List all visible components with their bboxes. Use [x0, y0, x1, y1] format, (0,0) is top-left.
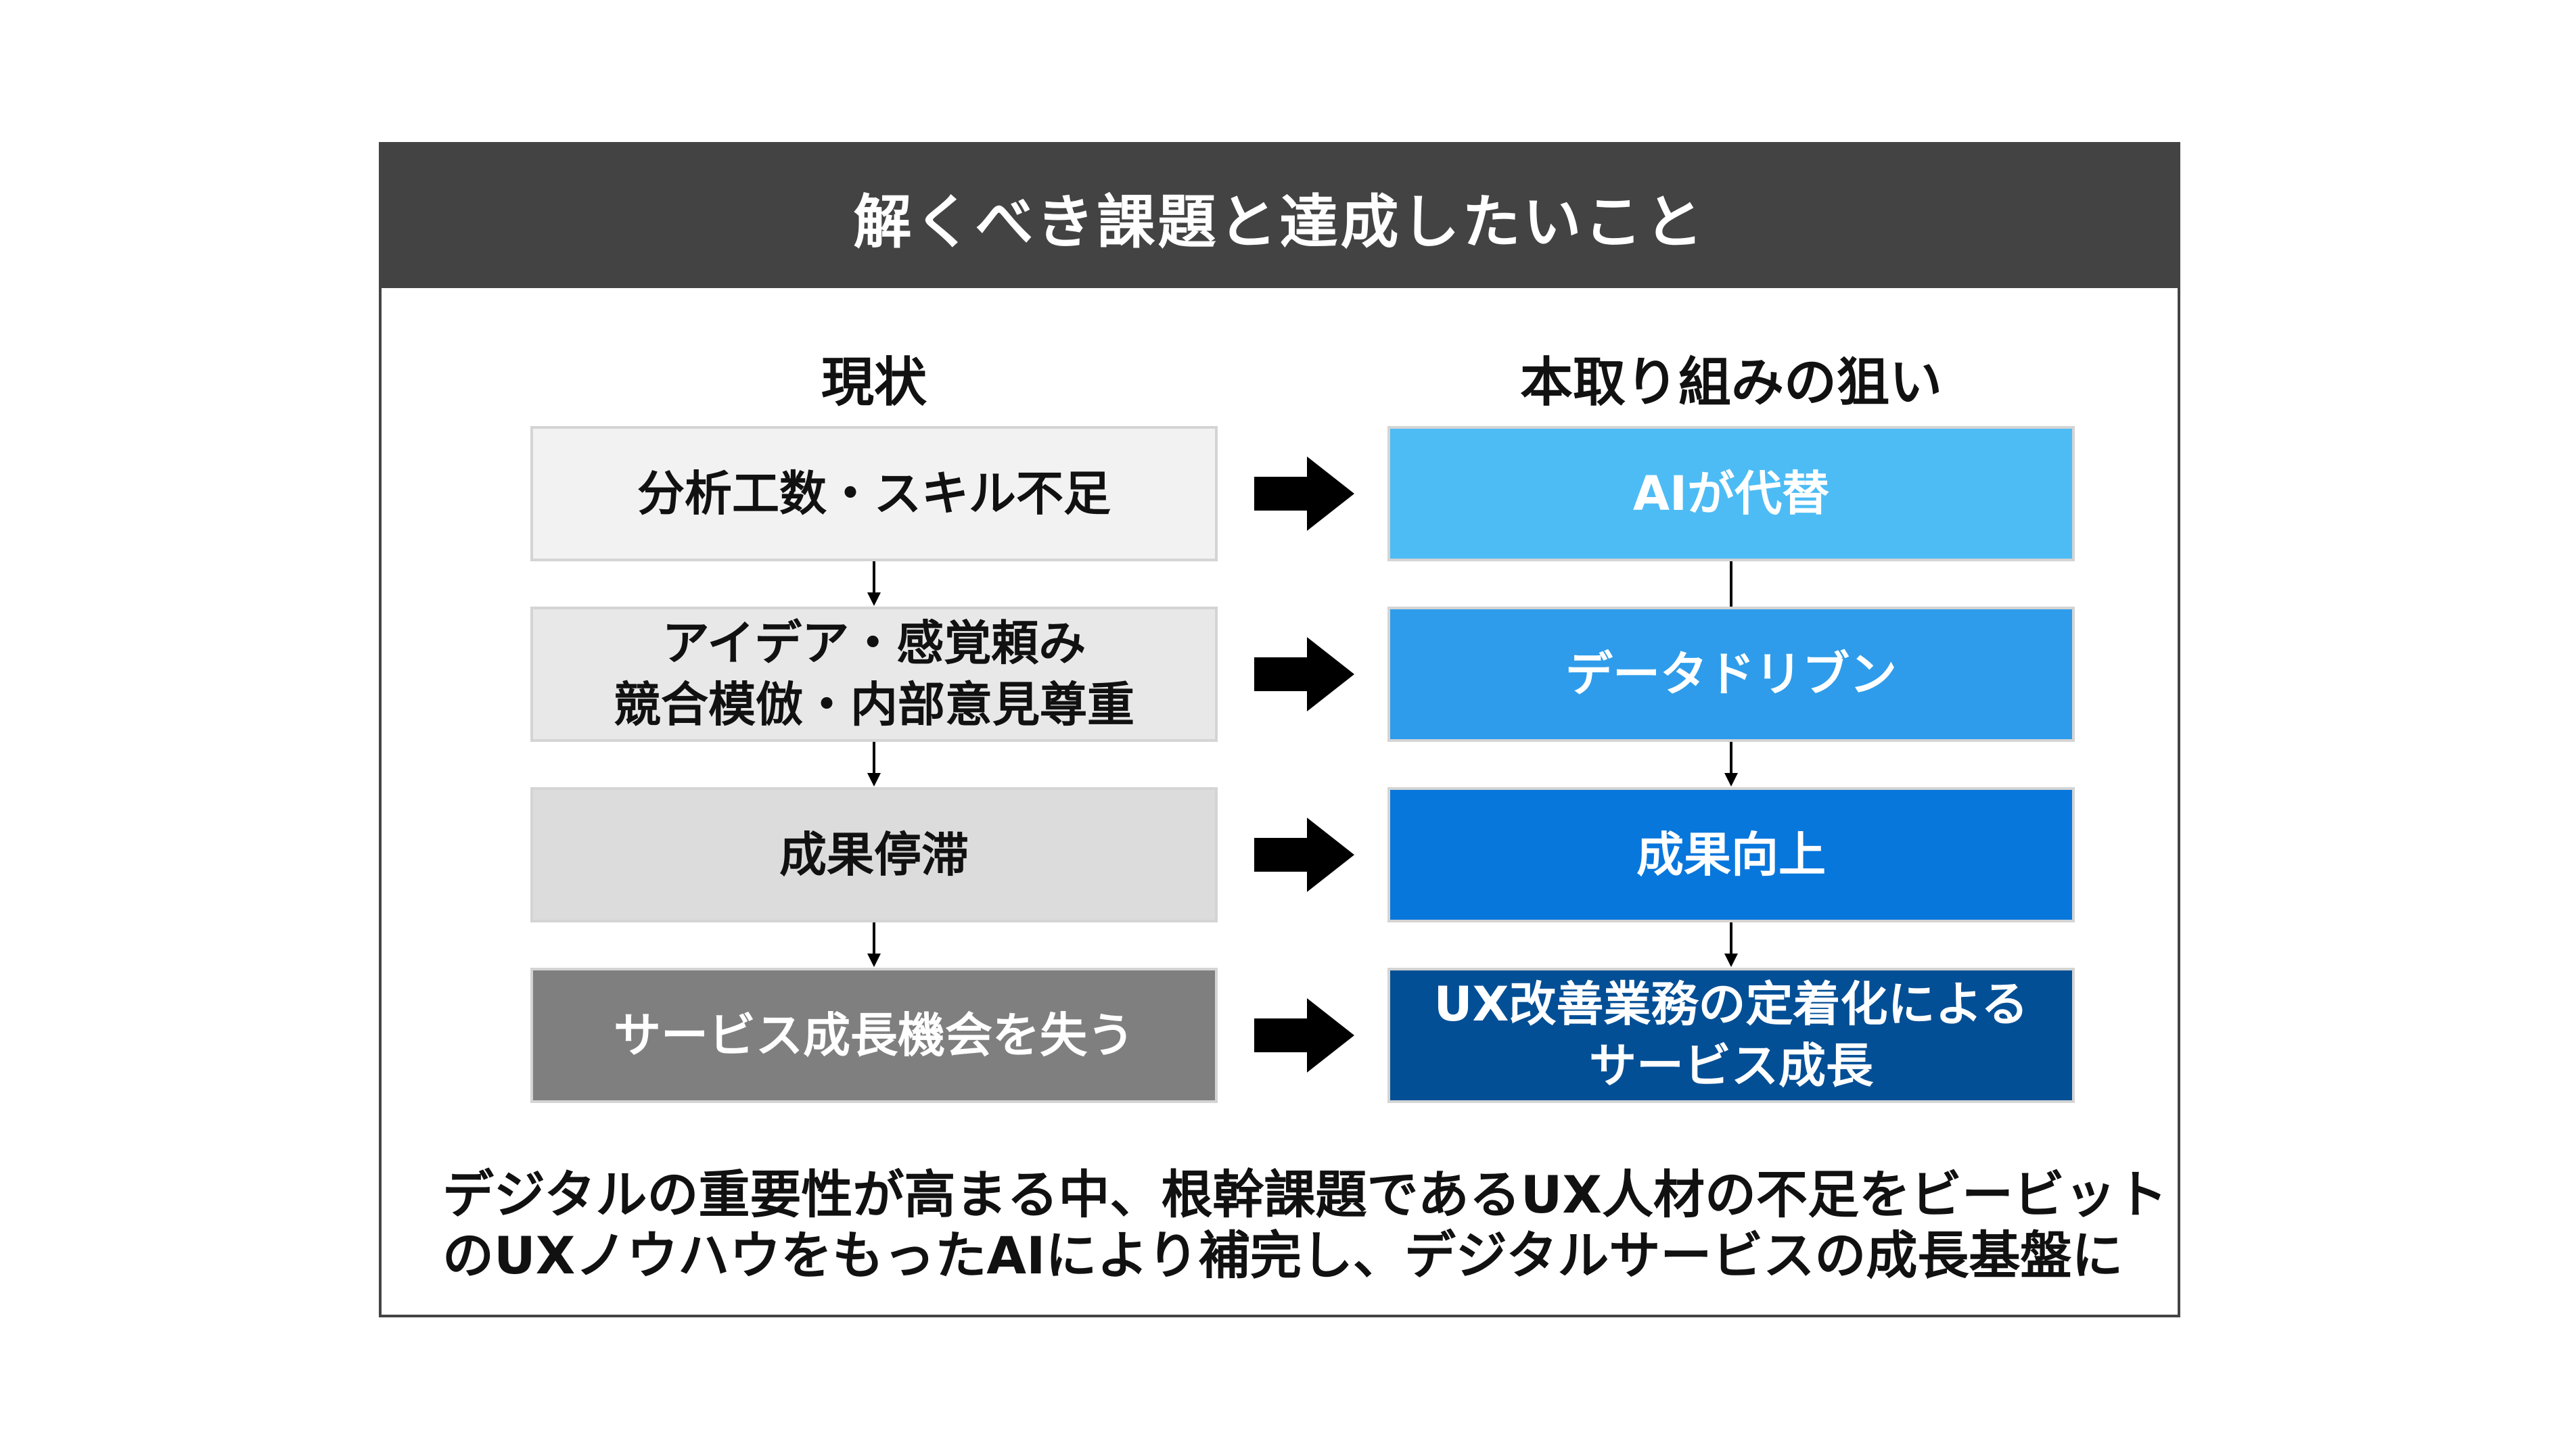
down-arrow-icon — [1724, 922, 1738, 967]
summary-text: デジタルの重要性が高まる中、根幹課題であるUX人材の不足をビービット のUXノウ… — [442, 1165, 2168, 1286]
summary-line-1: デジタルの重要性が高まる中、根幹課題であるUX人材の不足をビービット — [442, 1165, 2168, 1225]
left-column-heading: 現状 — [821, 352, 927, 413]
right-arrow-icon — [1254, 637, 1354, 711]
goal-box-2: データドリブン — [1387, 607, 2075, 742]
current-box-1: 分析工数・スキル不足 — [530, 426, 1218, 561]
current-box-3: 成果停滞 — [530, 787, 1218, 922]
goal-box-1: AIが代替 — [1387, 426, 2075, 561]
down-arrow-icon — [867, 742, 881, 786]
connector-line — [1730, 561, 1732, 607]
down-arrow-icon — [867, 922, 881, 967]
goal-box-4: UX改善業務の定着化による サービス成長 — [1387, 968, 2075, 1103]
current-box-2: アイデア・感覚頼み 競合模倣・内部意見尊重 — [530, 607, 1218, 742]
main-panel: 解くべき課題と達成したいこと 現状 本取り組みの狙い 分析工数・スキル不足 アイ… — [379, 142, 2180, 1317]
current-box-4: サービス成長機会を失う — [530, 968, 1218, 1103]
right-arrow-icon — [1254, 456, 1354, 531]
summary-line-2: のUXノウハウをもったAIにより補完し、デジタルサービスの成長基盤に — [442, 1225, 2123, 1286]
panel-title: 解くべき課題と達成したいこと — [382, 145, 2178, 288]
down-arrow-icon — [867, 561, 881, 606]
goal-box-3: 成果向上 — [1387, 787, 2075, 922]
right-arrow-icon — [1254, 998, 1354, 1073]
down-arrow-icon — [1724, 742, 1738, 786]
right-column-heading: 本取り組みの狙い — [1519, 352, 1942, 413]
right-arrow-icon — [1254, 818, 1354, 892]
